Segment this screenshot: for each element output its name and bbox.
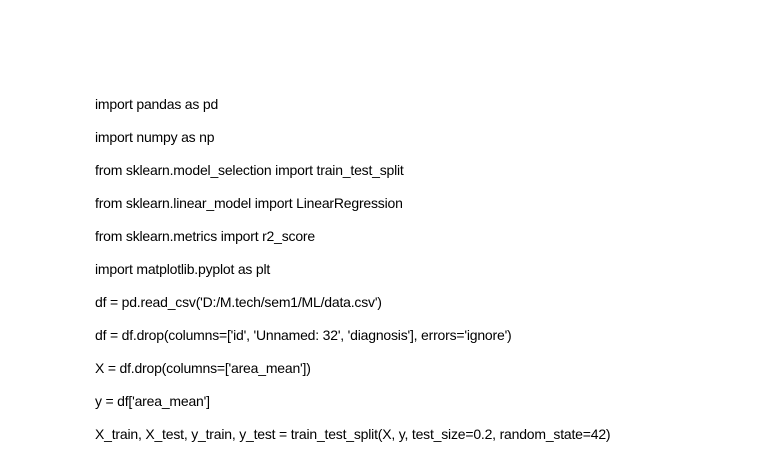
code-line: X = df.drop(columns=['area_mean'])	[95, 360, 311, 376]
code-block: import pandas as pd import numpy as np f…	[95, 94, 611, 457]
code-line: df = pd.read_csv('D:/M.tech/sem1/ML/data…	[95, 294, 382, 310]
code-line: from sklearn.metrics import r2_score	[95, 228, 315, 244]
code-line: y = df['area_mean']	[95, 393, 210, 409]
code-line: import matplotlib.pyplot as plt	[95, 261, 271, 277]
code-line: df = df.drop(columns=['id', 'Unnamed: 32…	[95, 327, 512, 343]
code-line: X_train, X_test, y_train, y_test = train…	[95, 426, 611, 442]
document-page: import pandas as pd import numpy as np f…	[95, 96, 611, 442]
code-line: import numpy as np	[95, 129, 215, 145]
code-line: import pandas as pd	[95, 96, 219, 112]
code-line: from sklearn.model_selection import trai…	[95, 162, 404, 178]
code-line: from sklearn.linear_model import LinearR…	[95, 195, 403, 211]
